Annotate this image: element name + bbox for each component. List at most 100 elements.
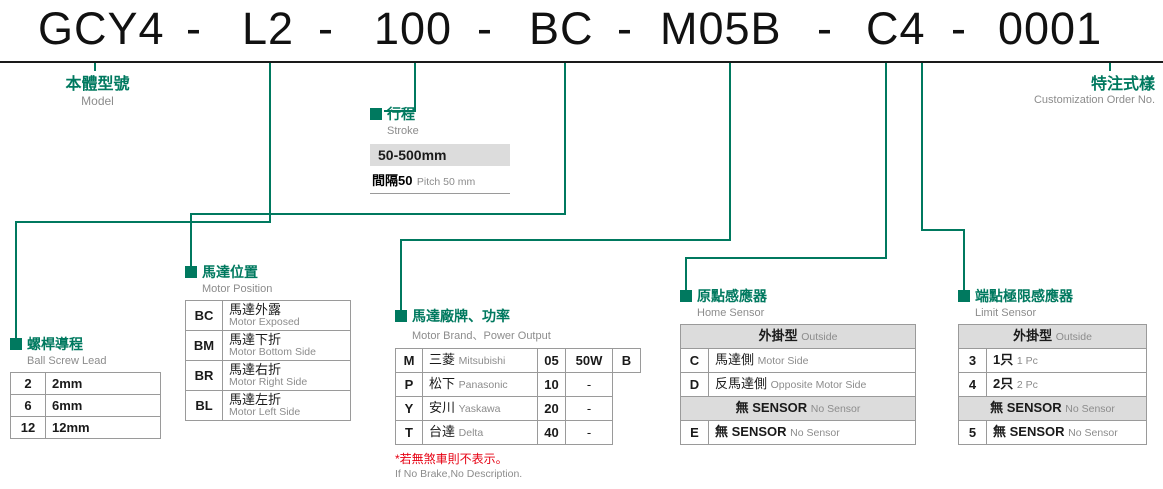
connector-limit-sensor xyxy=(921,63,965,293)
no-sensor-divider: 無 SENSOR No Sensor xyxy=(958,396,1147,421)
table-row: 5 無 SENSOR No Sensor xyxy=(958,420,1147,445)
sensor-zh: 2只 xyxy=(993,376,1014,391)
table-row: D 反馬達側 Opposite Motor Side xyxy=(680,372,916,397)
position-value: 馬達右折 Motor Right Side xyxy=(222,360,351,391)
stroke-title-en: Stroke xyxy=(387,125,419,137)
connector-ball-screw xyxy=(15,63,271,341)
brake-note-en: If No Brake,No Description. xyxy=(395,468,523,480)
motor-position-section: 馬達位置 Motor Position BC 馬達外露 Motor Expose… xyxy=(185,262,351,421)
lead-code: 2 xyxy=(10,372,46,395)
sensor-value: 無 SENSOR No Sensor xyxy=(708,420,916,445)
position-en: Motor Bottom Side xyxy=(229,346,316,358)
position-en: Motor Left Side xyxy=(229,406,301,418)
sensor-code: 5 xyxy=(958,420,987,445)
sensor-value: 1只 1 Pc xyxy=(986,348,1147,373)
table-divider-row: 無 SENSOR No Sensor xyxy=(680,396,916,421)
position-value: 馬達左折 Motor Left Side xyxy=(222,390,351,421)
position-value: 馬達外露 Motor Exposed xyxy=(222,300,351,331)
table-row: BM 馬達下折 Motor Bottom Side xyxy=(185,330,351,361)
sensor-code: C xyxy=(680,348,709,373)
brand-name: 安川 Yaskawa xyxy=(422,396,538,421)
connector-motor-brand xyxy=(400,63,731,313)
brand-name: 松下 Panasonic xyxy=(422,372,538,397)
sensor-zh: 無 SENSOR xyxy=(993,424,1065,439)
brand-code: Y xyxy=(395,396,423,421)
table-row: BL 馬達左折 Motor Left Side xyxy=(185,390,351,421)
table-row: C 馬達側 Motor Side xyxy=(680,348,916,373)
power-value: 50W xyxy=(565,348,613,373)
code-segment-motor-position: BC xyxy=(529,3,594,54)
code-dash: - xyxy=(617,3,633,54)
position-en: Motor Right Side xyxy=(229,376,308,388)
position-zh: 馬達左折 xyxy=(229,392,282,407)
brand-en: Panasonic xyxy=(458,379,508,391)
ball-screw-table: 2 2mm 6 6mm 12 12mm xyxy=(10,372,161,439)
motor-brand-section: 馬達廠牌、功率 Motor Brand、Power Output M 三菱 Mi… xyxy=(395,306,641,480)
power-code: 40 xyxy=(537,420,566,445)
model-title-en: Model xyxy=(81,94,114,108)
sensor-code: D xyxy=(680,372,709,397)
lead-value: 6mm xyxy=(45,394,161,417)
code-dash: - xyxy=(318,3,334,54)
sensor-zh: 1只 xyxy=(993,352,1014,367)
brand-en: Delta xyxy=(458,427,484,439)
code-dash: - xyxy=(186,3,202,54)
sensor-value: 馬達側 Motor Side xyxy=(708,348,916,373)
limit-sensor-section: 端點極限感應器 Limit Sensor 外掛型 Outside 3 1只 1 … xyxy=(958,286,1147,445)
sensor-value: 2只 2 Pc xyxy=(986,372,1147,397)
position-value: 馬達下折 Motor Bottom Side xyxy=(222,330,351,361)
customization-label: 特注式樣 Customization Order No. xyxy=(968,70,1155,106)
sensor-zh: 馬達側 xyxy=(715,352,755,367)
divider-en: No Sensor xyxy=(810,403,861,415)
sensor-value: 無 SENSOR No Sensor xyxy=(986,420,1147,445)
home-sensor-table: 外掛型 Outside C 馬達側 Motor Side D 反馬達側 Oppo… xyxy=(680,324,916,445)
sensor-zh: 反馬達側 xyxy=(715,376,768,391)
sensor-en: 1 Pc xyxy=(1016,355,1038,367)
code-dash: - xyxy=(477,3,493,54)
table-row: 2 2mm xyxy=(10,372,161,395)
home-sensor-title-zh: 原點感應器 xyxy=(697,288,767,304)
position-code: BM xyxy=(185,330,223,361)
brand-code: T xyxy=(395,420,423,445)
table-row: 4 2只 2 Pc xyxy=(958,372,1147,397)
header-zh: 外掛型 xyxy=(1013,328,1053,343)
table-row: 6 6mm xyxy=(10,394,161,417)
brand-zh: 安川 xyxy=(429,400,456,415)
power-value: - xyxy=(565,372,613,397)
section-bullet-icon xyxy=(958,290,970,302)
table-divider-row: 無 SENSOR No Sensor xyxy=(958,396,1147,421)
sensor-en: No Sensor xyxy=(790,427,840,439)
divider-zh: 無 SENSOR xyxy=(990,400,1062,415)
table-row: Y 安川 Yaskawa 20 - xyxy=(395,396,641,421)
motor-brand-table: M 三菱 Mitsubishi 05 50W B P 松下 Panasonic … xyxy=(395,348,641,445)
power-value: - xyxy=(565,420,613,445)
code-segment-sensors: C4 xyxy=(866,3,926,54)
position-zh: 馬達下折 xyxy=(229,332,282,347)
brand-code: P xyxy=(395,372,423,397)
brand-name: 台達 Delta xyxy=(422,420,538,445)
connector-home-sensor xyxy=(685,63,887,293)
brake-note-zh: *若無煞車則不表示。 xyxy=(395,452,508,466)
stroke-section: 行程 Stroke 50-500mm 間隔50 Pitch 50 mm xyxy=(370,104,510,194)
power-code: 20 xyxy=(537,396,566,421)
sensor-zh: 無 SENSOR xyxy=(715,424,787,439)
power-value: - xyxy=(565,396,613,421)
stroke-title-zh: 行程 xyxy=(387,106,415,122)
section-bullet-icon xyxy=(10,338,22,350)
sensor-en: 2 Pc xyxy=(1016,379,1038,391)
limit-sensor-header: 外掛型 Outside xyxy=(958,324,1147,349)
home-sensor-header: 外掛型 Outside xyxy=(680,324,916,349)
brand-en: Yaskawa xyxy=(458,403,501,415)
sensor-en: No Sensor xyxy=(1068,427,1118,439)
code-segment-model: GCY4 xyxy=(38,3,165,54)
sensor-value: 反馬達側 Opposite Motor Side xyxy=(708,372,916,397)
code-dash: - xyxy=(817,3,833,54)
brand-zh: 三菱 xyxy=(429,352,456,367)
lead-code: 12 xyxy=(10,416,46,439)
code-segment-stroke: 100 xyxy=(374,3,453,54)
lead-code: 6 xyxy=(10,394,46,417)
motor-position-title-zh: 馬達位置 xyxy=(202,264,258,280)
motor-brand-title-en: Motor Brand、Power Output xyxy=(412,330,551,342)
table-row: 3 1只 1 Pc xyxy=(958,348,1147,373)
